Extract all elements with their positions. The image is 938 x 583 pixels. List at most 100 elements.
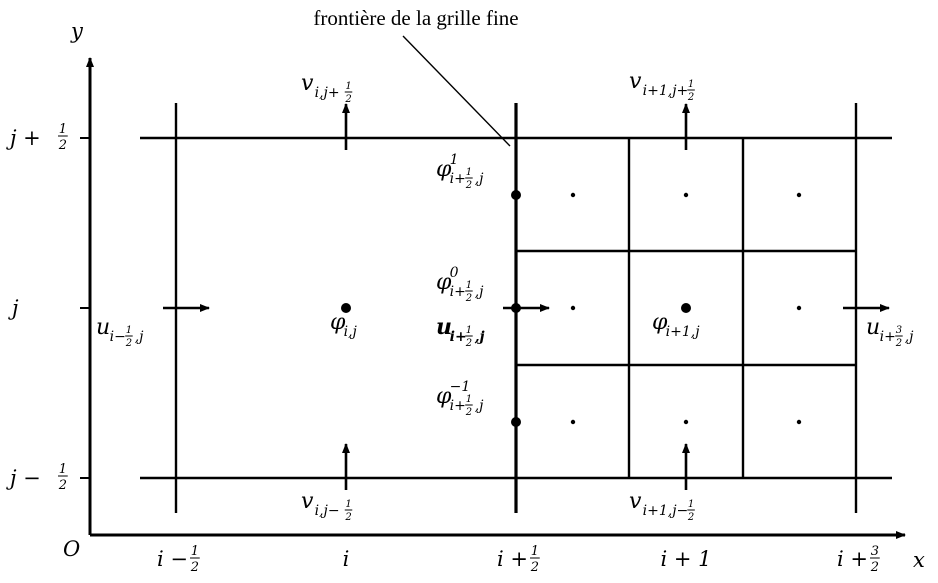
label-phi-fine-bot-frac-den: 2 (465, 407, 472, 418)
label-v-bot-right-frac-num: 1 (688, 499, 694, 510)
label-u-right-tail: ,j (905, 329, 914, 345)
annotation-leader (402, 35, 511, 147)
label-u-right-base: u (866, 315, 880, 340)
y-tick-label-2-frac-den: 2 (58, 478, 67, 493)
label-u-right-frac-num: 3 (896, 325, 902, 336)
label-phi-fine-bot-tail: ,j (475, 398, 484, 414)
label-phi-fine-mid-base: φ (436, 270, 452, 295)
label-v-bot-right-frac-den: 2 (687, 512, 694, 523)
fine-node-bottom (511, 417, 521, 427)
label-u-mid: ui+12,j (436, 314, 485, 349)
label-v-top-left-base: v (301, 71, 314, 96)
label-phi-fine-bot-sup: −1 (450, 379, 471, 395)
x-tick-label-2-frac-den: 2 (530, 560, 539, 575)
label-v-top-right-base: v (629, 69, 642, 94)
x-tick-label-2: i + (497, 547, 528, 571)
label-u-right-frac: 32 (895, 325, 903, 349)
label-u-mid-frac: 12 (465, 325, 473, 349)
label-phi-center-right-sub: i+1,j (666, 324, 701, 340)
label-u-mid-frac-num: 1 (466, 325, 472, 336)
label-v-top-left-sub: i,j+ (315, 85, 340, 101)
y-tick-label-2-frac-num: 1 (59, 462, 67, 477)
x-tick-label-0-frac: 12 (190, 544, 200, 575)
label-phi-fine-bot-sub: i+ (450, 398, 466, 414)
x-tick-label-3: i + 1 (660, 547, 711, 571)
label-phi-fine-mid-frac-num: 1 (466, 280, 472, 291)
label-u-left-base: u (96, 315, 110, 340)
label-u-right-sub: i+ (880, 329, 896, 345)
label-v-bot-right-base: v (629, 489, 642, 514)
label-u-mid-tail: ,j (474, 329, 485, 345)
fine-boundary-nodes (511, 190, 521, 427)
label-phi-fine-top-tail: ,j (475, 171, 484, 187)
x-tick-label-4-frac-num: 3 (871, 544, 879, 559)
label-phi-fine-top-sub: i+ (450, 171, 466, 187)
y-axis-ticks (80, 137, 90, 479)
x-tick-label-0: i − (157, 547, 188, 571)
coarse-centers (341, 303, 691, 313)
label-u-mid-frac-den: 2 (465, 338, 472, 349)
label-u-left-frac: 12 (125, 325, 133, 349)
label-phi-fine-bot-frac: 12 (465, 394, 473, 418)
label-v-bot-left-sub: i,j− (315, 503, 340, 519)
fine-node-mid (511, 303, 521, 313)
fine-centers (570, 192, 802, 425)
y-axis-label: y (70, 19, 84, 43)
label-u-right-frac-den: 2 (895, 338, 902, 349)
label-phi-fine-top-frac: 12 (465, 167, 473, 191)
label-phi-fine-bot-base: φ (436, 384, 452, 409)
label-u-left-frac-den: 2 (125, 338, 132, 349)
label-phi-fine-top-base: φ (436, 157, 452, 182)
x-tick-label-0-frac-num: 1 (191, 544, 199, 559)
label-phi-fine-mid-tail: ,j (475, 284, 484, 300)
label-phi-center-right: φi+1,j (652, 310, 700, 340)
label-v-top-left-frac-den: 2 (344, 94, 351, 105)
x-tick-label-4-frac-den: 2 (870, 560, 879, 575)
x-tick-label-2-frac-num: 1 (531, 544, 539, 559)
label-v-bot-right-frac: 12 (687, 499, 695, 523)
y-tick-label-0: j + (6, 126, 41, 150)
label-u-left-tail: ,j (135, 329, 144, 345)
label-v-top-right-frac-num: 1 (688, 79, 694, 90)
x-tick-label-2-frac: 12 (530, 544, 540, 575)
origin-label: O (63, 537, 80, 561)
label-phi-fine-mid: φ0i+12,j (436, 265, 484, 304)
y-tick-label-2-frac: 12 (58, 462, 68, 493)
label-phi-fine-mid-frac: 12 (465, 280, 473, 304)
label-phi-fine-mid-sub: i+ (450, 284, 466, 300)
label-u-mid-base: u (436, 314, 452, 340)
y-tick-label-1: j (8, 296, 19, 320)
x-axis-label: x (913, 548, 925, 572)
label-v-top-right-sub: i+1,j+ (643, 83, 689, 99)
label-phi-center-left-sub: i,j (344, 324, 358, 340)
label-phi-center-right-base: φ (652, 310, 668, 335)
annotation-text: frontière de la grille fine (313, 6, 518, 30)
x-tick-label-1: i (343, 547, 350, 571)
y-tick-label-2: j − (6, 466, 41, 490)
center-dot-left (341, 303, 351, 313)
center-dot-right (681, 303, 691, 313)
label-phi-fine-bot: φ−1 i+12,j (436, 379, 484, 418)
label-v-top-left-frac-num: 1 (345, 81, 351, 92)
label-u-mid-sub: i+ (450, 329, 467, 345)
x-tick-label-4: i + (837, 547, 868, 571)
label-phi-center-left: φi,j (330, 310, 358, 340)
label-phi-fine-top: φ1i+12,j (436, 152, 484, 191)
label-v-bot-left-frac: 12 (344, 499, 353, 523)
x-tick-label-0-frac-den: 2 (190, 560, 199, 575)
label-v-top-right-frac-den: 2 (687, 92, 694, 103)
fine-grid (516, 138, 856, 478)
label-u-left-sub: i− (110, 329, 126, 345)
fine-node-top (511, 190, 521, 200)
label-v-top-left-frac: 12 (344, 81, 353, 105)
y-tick-label-0-frac-den: 2 (58, 138, 67, 153)
y-tick-label-0-frac: 12 (58, 122, 68, 153)
label-phi-fine-mid-frac-den: 2 (465, 293, 472, 304)
